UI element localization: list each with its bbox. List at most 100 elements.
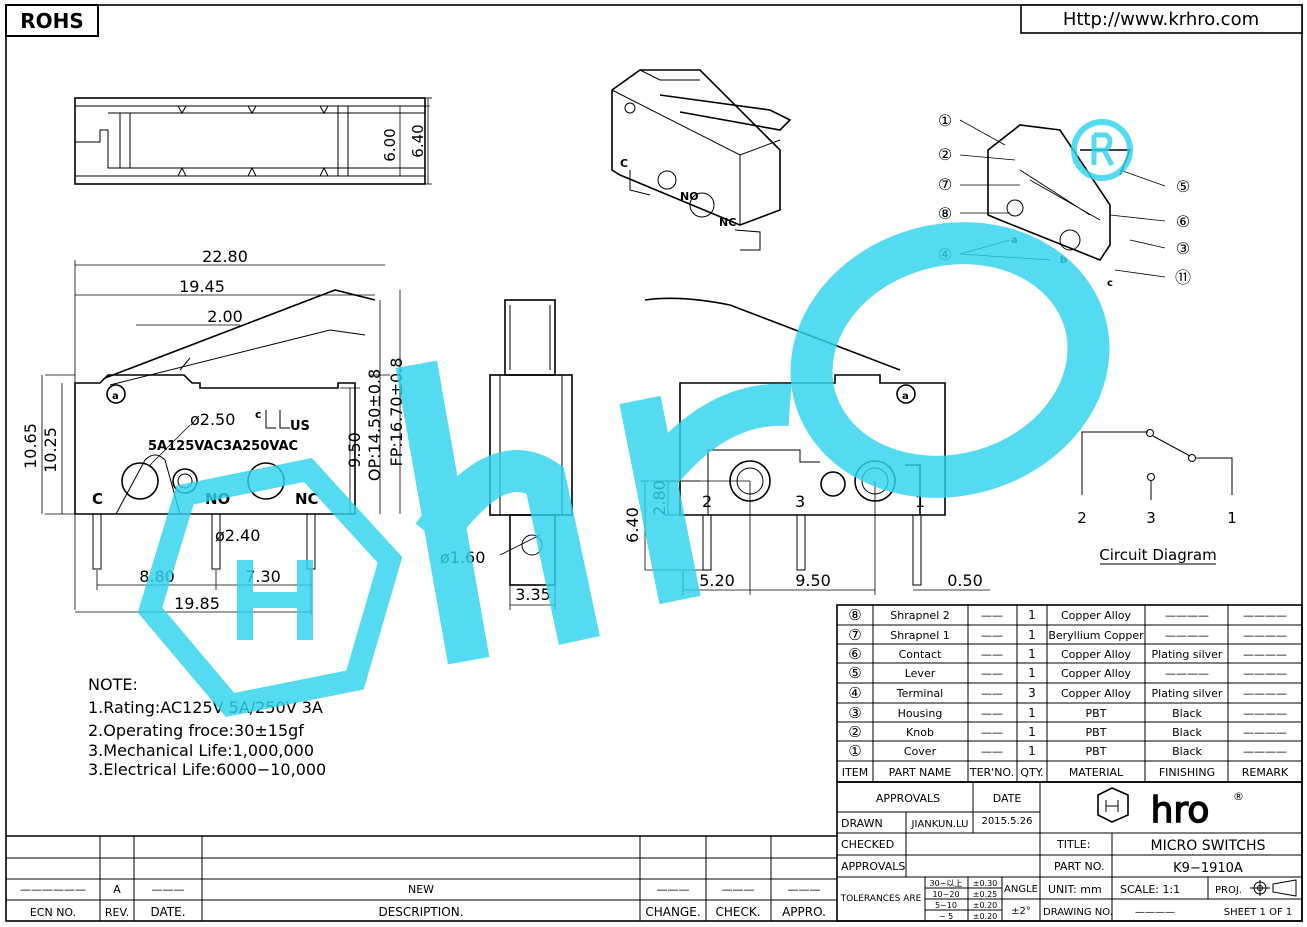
url-box [1020, 4, 1303, 34]
bom-cell-name: Lever [905, 667, 936, 680]
callout-1: ① [938, 111, 952, 130]
back-pin-2: 2 [702, 492, 712, 511]
rev-header-check: CHECK. [715, 905, 760, 919]
revision-grid [6, 835, 837, 921]
sheet-border [5, 4, 1303, 922]
rev-row-rev: A [113, 883, 121, 896]
bom-cell-remark: ———— [1243, 667, 1287, 680]
bom-cell-qty: 1 [1028, 608, 1036, 622]
back-pin-3: 3 [795, 492, 805, 511]
bom-cell-remark: ———— [1243, 648, 1287, 661]
tb-approvals: APPROVALS [876, 792, 940, 805]
tb-drawing-no-val: ———— [1135, 907, 1175, 918]
rev-row-date: ——— [152, 883, 185, 896]
bom-cell-name: Shrapnel 2 [890, 609, 950, 622]
rev-header-change: CHANGE. [645, 905, 700, 919]
bom-cell-finishing: Black [1172, 745, 1202, 758]
bom-cell-finishing: Plating silver [1152, 687, 1223, 700]
hro-watermark-logo [137, 119, 1133, 718]
bom-cell-remark: ———— [1243, 707, 1287, 720]
bom-cell-name: Shrapnel 1 [890, 629, 950, 642]
tb-unit: UNIT: mm [1048, 883, 1102, 896]
dim-back-9-50: 9.50 [795, 571, 831, 590]
tb-sheet: SHEET 1 OF 1 [1224, 907, 1293, 918]
rev-header-desc: DESCRIPTION. [378, 905, 463, 919]
pin-c-label: C [92, 490, 103, 508]
bom-cell-remark: ———— [1243, 726, 1287, 739]
bom-header-name: PART NAME [889, 766, 952, 779]
bom-cell-finishing: Black [1172, 707, 1202, 720]
dim-19-85: 19.85 [174, 594, 220, 613]
bom-cell-item: ③ [848, 704, 861, 722]
bom-cell-ter: —— [981, 687, 1003, 700]
rating-mark: 5A125VAC3A250VAC [148, 439, 298, 454]
url-text[interactable]: Http://www.krhro.com [1063, 9, 1259, 30]
tb-logo: hro [1151, 790, 1210, 831]
bom-cell-item: ② [848, 723, 861, 741]
tb-tol-val-1: ±0.30 [973, 879, 998, 888]
dim-side-3-35: 3.35 [515, 585, 551, 604]
circuit-pin-3: 3 [1146, 509, 1156, 527]
rohs-label: ROHS [20, 9, 84, 33]
titleblock-grid [836, 781, 1303, 922]
tb-tol-val-4: ±0.20 [973, 912, 998, 921]
bom-cell-material: PBT [1086, 707, 1107, 720]
tb-approvals2: APPROVALS [841, 860, 905, 873]
bom-cell-qty: 1 [1028, 666, 1036, 680]
tb-tol-val-3: ±0.20 [973, 901, 998, 910]
bom-cell-material: Copper Alloy [1061, 609, 1132, 622]
callout-5: ⑤ [1176, 177, 1190, 196]
exploded-letter-c: c [1107, 278, 1113, 289]
tb-proj: PROJ. [1215, 885, 1242, 896]
dim-22-80: 22.80 [202, 247, 248, 266]
tb-tol-val-2: ±0.25 [973, 890, 998, 899]
rev-row-change: ——— [657, 883, 690, 896]
iso-label-nc: NC [719, 216, 736, 229]
back-view: a [640, 297, 990, 595]
bom-cell-remark: ———— [1243, 745, 1287, 758]
bom-cell-qty: 1 [1028, 647, 1036, 661]
bom-cell-material: Copper Alloy [1061, 667, 1132, 680]
dim-top-6-00: 6.00 [381, 128, 399, 161]
callout-11: ⑪ [1175, 268, 1191, 287]
bom-cell-qty: 1 [1028, 744, 1036, 758]
dim-pin-2-40: ø2.40 [215, 526, 260, 545]
callout-6: ⑥ [1176, 212, 1190, 231]
dim-back-0-50: 0.50 [947, 571, 983, 590]
bom-cell-ter: —— [981, 726, 1003, 739]
bom-cell-finishing: Black [1172, 726, 1202, 739]
bom-cell-finishing: Plating silver [1152, 648, 1223, 661]
bom-grid [836, 604, 1303, 783]
hro-logo-icon [1097, 787, 1129, 823]
bom-cell-finishing: ———— [1165, 629, 1209, 642]
ul-mark: US [290, 419, 310, 434]
tb-logo-reg: ® [1233, 790, 1244, 803]
rev-header-appro: APPRO. [782, 905, 826, 919]
rev-header-date: DATE. [150, 905, 185, 919]
rev-header-rev: REV. [105, 906, 129, 919]
bom-cell-item: ⑤ [848, 664, 861, 682]
bom-cell-ter: —— [981, 648, 1003, 661]
bom-cell-qty: 1 [1028, 628, 1036, 642]
bom-cell-qty: 1 [1028, 706, 1036, 720]
tb-tol-range-4: ~ 5 [939, 912, 953, 921]
rev-row-desc: NEW [408, 883, 434, 896]
back-pin-1: 1 [915, 492, 925, 511]
tb-angle-val: ±2° [1011, 906, 1031, 917]
bom-cell-name: Terminal [896, 687, 944, 700]
bom-cell-qty: 1 [1028, 725, 1036, 739]
iso-view [611, 69, 792, 251]
tb-part-label: PART NO. [1054, 860, 1104, 873]
bom-cell-ter: —— [981, 629, 1003, 642]
rohs-box [5, 4, 99, 37]
bom-header-item: ITEM [842, 766, 868, 779]
tb-drawing-no: DRAWING NO. [1043, 907, 1113, 918]
bom-cell-name: Housing [898, 707, 943, 720]
rev-row-check: ——— [722, 883, 755, 896]
circuit-pin-2: 2 [1077, 509, 1087, 527]
dim-10-65: 10.65 [21, 423, 40, 469]
dim-hole-2-50: ø2.50 [190, 410, 235, 429]
bom-header-remark: REMARK [1242, 766, 1289, 779]
tb-title-label: TITLE: [1056, 838, 1090, 851]
